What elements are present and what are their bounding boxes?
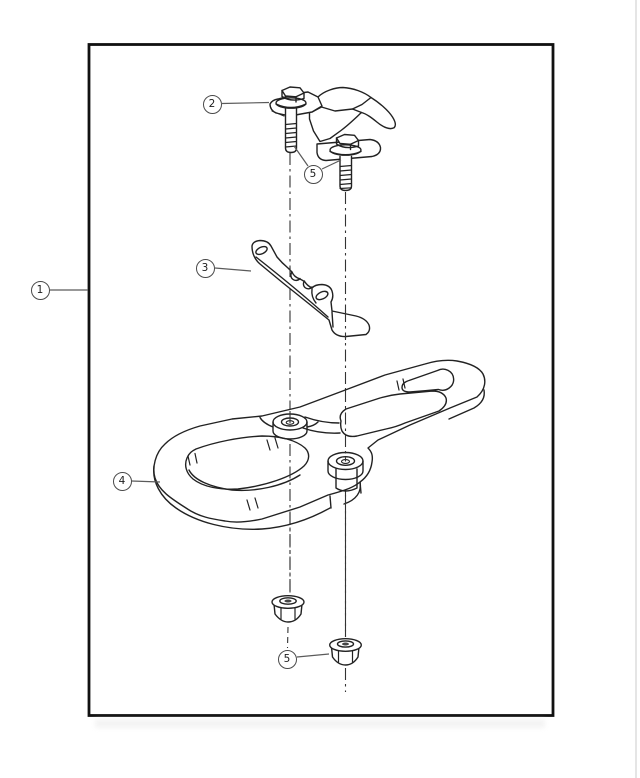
callout-5-bottom: 5 (277, 649, 297, 669)
frame-border (87, 43, 555, 717)
callout-5-top: 5 (303, 164, 323, 184)
part3-support-bracket (251, 239, 371, 338)
leader-lines (50, 101, 342, 658)
axis-to-callout5 (286, 626, 289, 649)
callout-1: 1 (30, 280, 50, 300)
scan-shadow-artifact (95, 719, 545, 728)
part2-upper-bracket (269, 86, 396, 192)
center-axes-over (289, 267, 347, 692)
part4-mount-bracket (153, 359, 486, 530)
callout-3: 3 (195, 258, 215, 278)
callout-2: 2 (202, 94, 222, 114)
scan-edge-artifact (635, 0, 637, 778)
part5-flange-nuts (271, 595, 363, 666)
callout-4: 4 (112, 471, 132, 491)
